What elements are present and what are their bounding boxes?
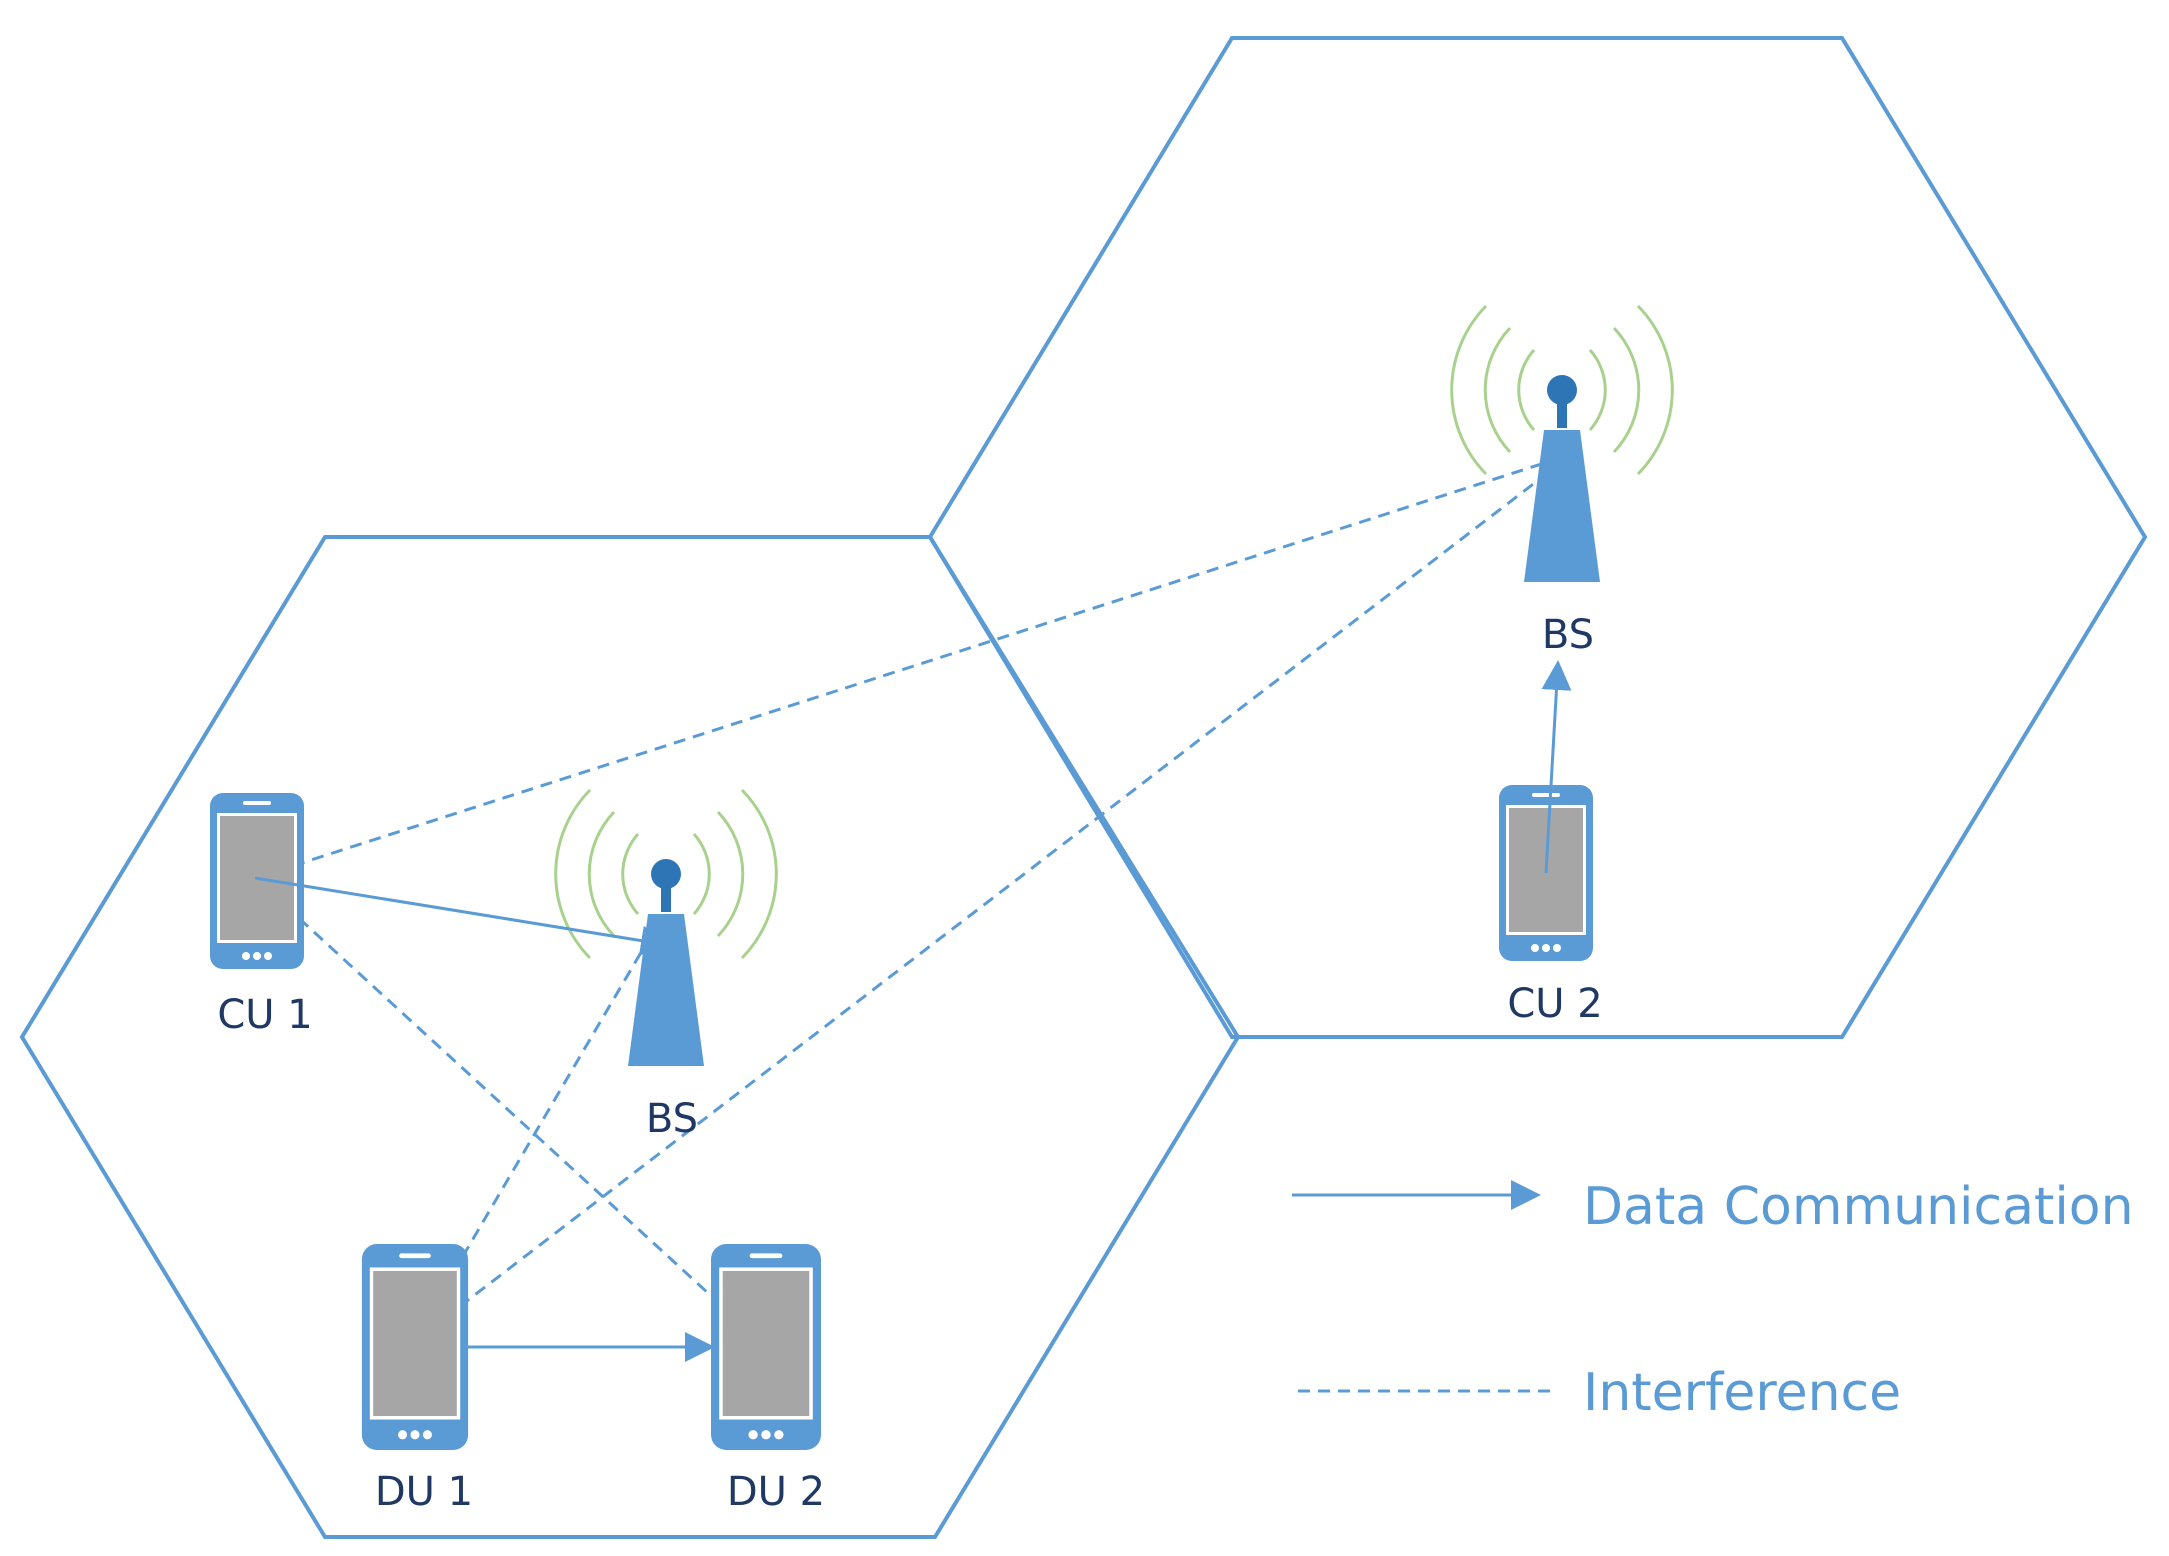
bs-left-label: BS <box>646 1096 698 1142</box>
bs-right-label: BS <box>1542 612 1594 658</box>
interference-cu1-to-bs2 <box>254 456 1561 880</box>
data-cu2-to-bs2 <box>1541 660 1572 874</box>
cell-left-hexagon <box>19 535 1241 1539</box>
data-cu1-to-bs1 <box>254 876 671 956</box>
bs-left-tower-icon <box>554 788 778 1068</box>
legend-interference-label: Interference <box>1583 1363 1901 1423</box>
bs-right-tower-icon <box>1450 304 1674 584</box>
cu1-phone-icon <box>210 793 304 969</box>
du1-phone-icon <box>361 1244 469 1450</box>
cell-right-hexagon <box>927 36 2148 1039</box>
du1-label: DU 1 <box>375 1469 473 1515</box>
interference-links <box>253 456 1563 1350</box>
interference-du1-to-bs2 <box>411 460 1563 1345</box>
cu2-label: CU 2 <box>1507 981 1602 1027</box>
legend: Data Communication Interference <box>1292 1177 2134 1423</box>
data-links <box>254 660 1572 1362</box>
du2-phone-icon <box>711 1244 821 1450</box>
interference-cu1-to-du2 <box>253 876 770 1350</box>
du2-label: DU 2 <box>727 1469 825 1515</box>
cu1-label: CU 1 <box>217 992 312 1038</box>
legend-data-communication-label: Data Communication <box>1583 1177 2134 1237</box>
